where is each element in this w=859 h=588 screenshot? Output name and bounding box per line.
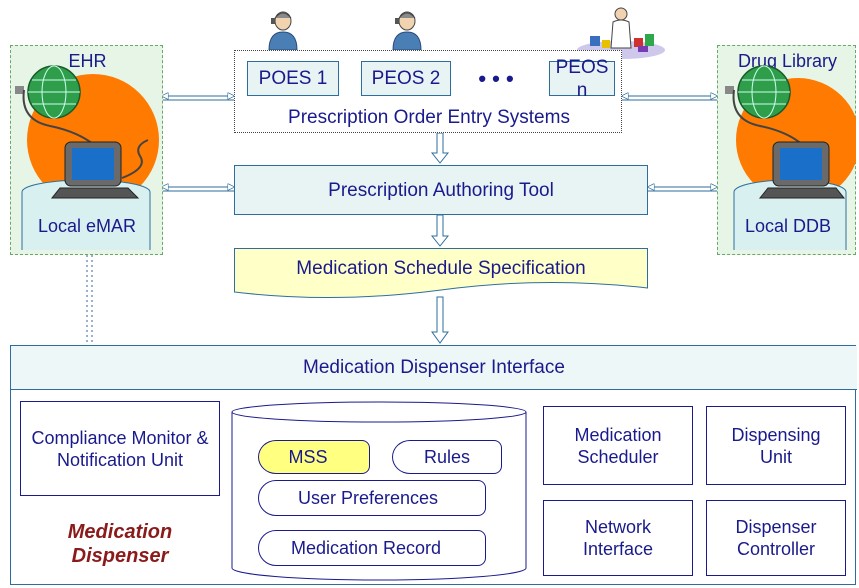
medication-scheduler-box: Medication Scheduler (543, 406, 693, 485)
schedule-spec-shape (234, 248, 648, 299)
rules-label: Rules (423, 447, 471, 467)
medication-dispenser-interface: Medication Dispenser Interface (11, 346, 857, 390)
mss-label: MSS (288, 447, 328, 467)
user-preferences-pill (258, 480, 486, 516)
poes-ellipsis: • • • (478, 65, 514, 91)
computer-globe-icon (15, 65, 159, 250)
medication-dispenser-title: Medication Dispenser (67, 521, 173, 567)
user-preferences-label: User Preferences (297, 488, 439, 508)
dispensing-unit-box: Dispensing Unit (706, 406, 846, 485)
dispenser-controller-box: Dispenser Controller (706, 500, 846, 576)
poes-1-box: POES 1 (247, 61, 339, 96)
person-icon (268, 11, 298, 50)
person-icon (392, 11, 422, 50)
ehr-title: EHR (68, 51, 107, 71)
poes-group: POES 1 PEOS 2 • • • PEOS n Prescription … (234, 50, 622, 133)
poes-2-box: PEOS 2 (361, 61, 451, 96)
poes-caption: Prescription Order Entry Systems (288, 106, 570, 128)
prescription-authoring-tool: Prescription Authoring Tool (234, 165, 648, 215)
drug-library-local-ddb-label: Local DDB (744, 216, 832, 236)
medication-record-pill (258, 530, 486, 566)
medication-record-label: Medication Record (290, 538, 442, 558)
mss-pill (258, 440, 370, 474)
computer-globe-icon (725, 65, 856, 250)
poes-n-box: PEOS n (549, 57, 615, 101)
rules-pill (392, 440, 502, 474)
medication-schedule-specification: Medication Schedule Specification (296, 257, 586, 279)
network-interface-box: Network Interface (543, 500, 693, 576)
compliance-monitor-unit: Compliance Monitor & Notification Unit (20, 401, 220, 496)
ehr-local-emar-label: Local eMAR (37, 216, 137, 236)
